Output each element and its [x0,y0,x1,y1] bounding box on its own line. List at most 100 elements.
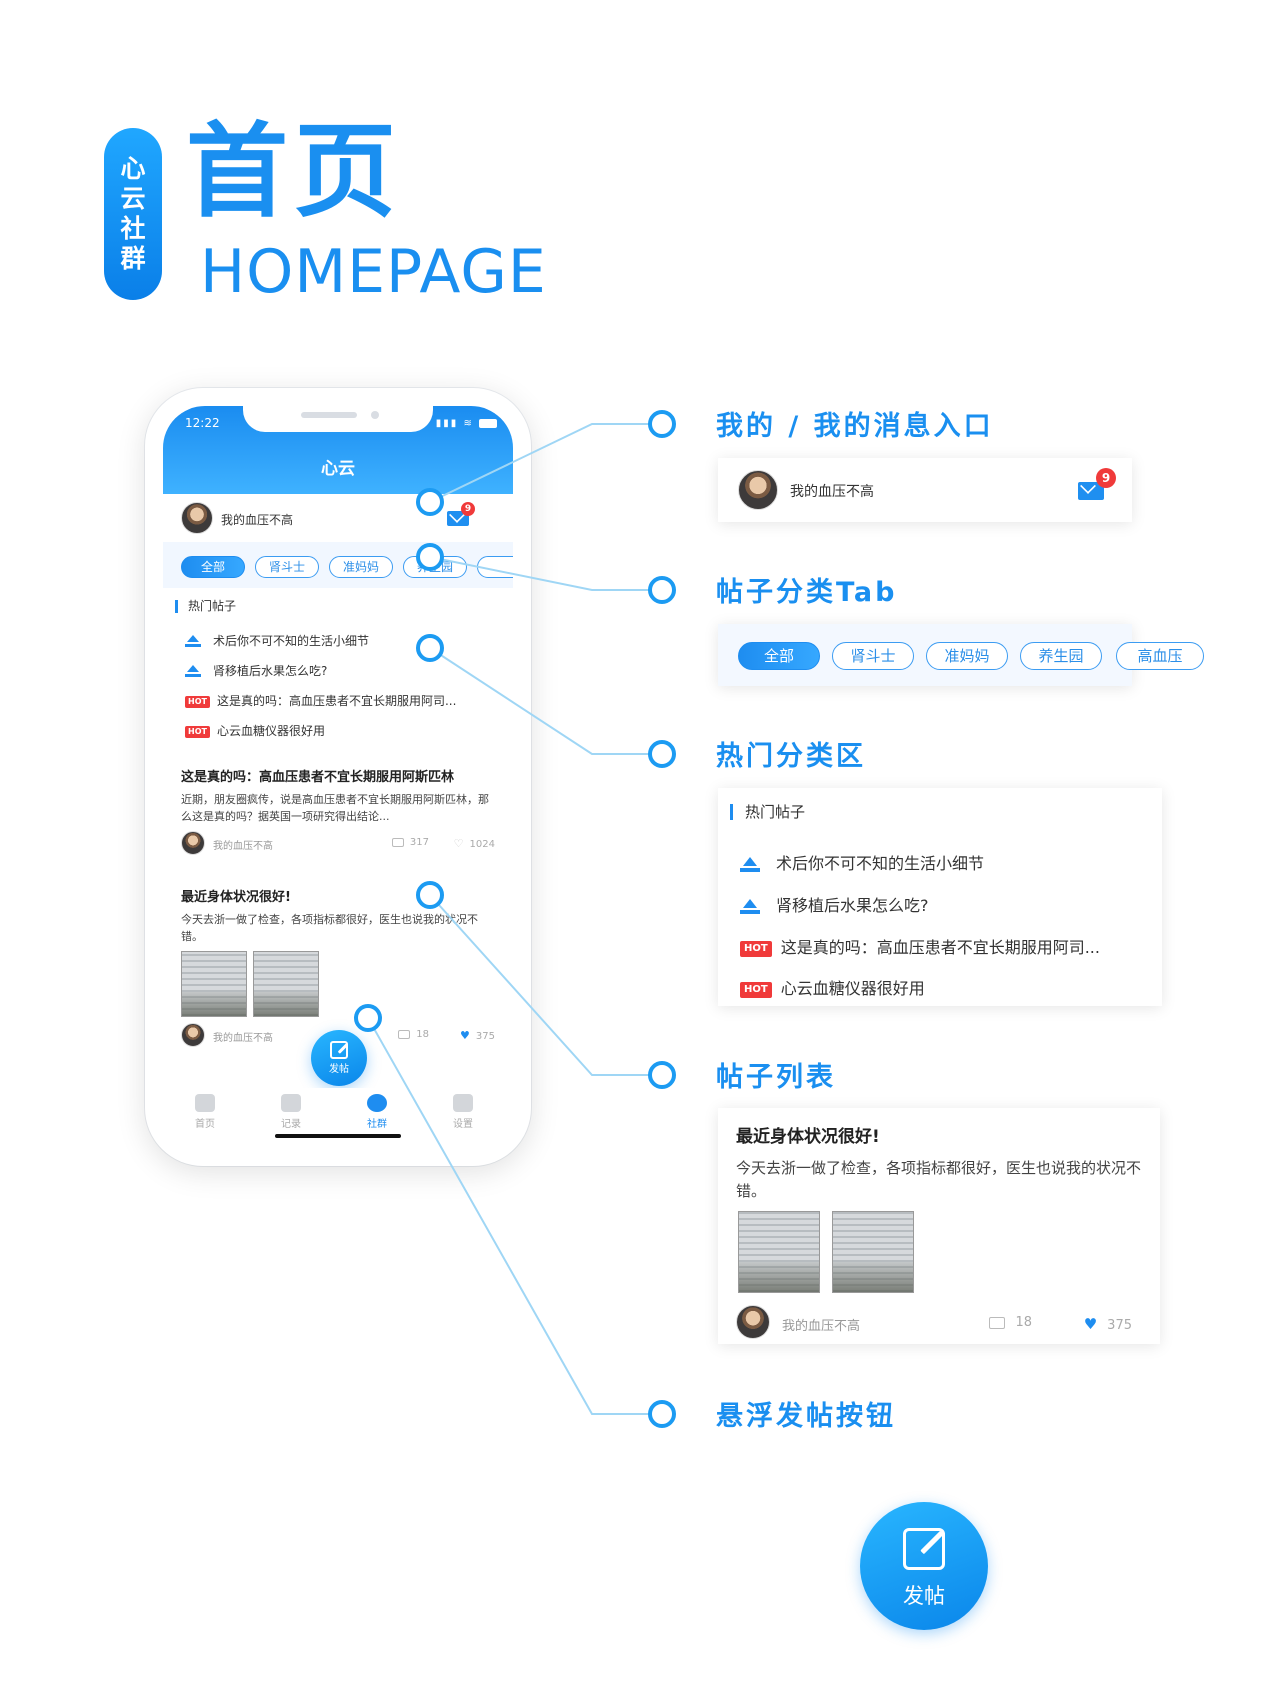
tab-zhunmama[interactable]: 准妈妈 [926,642,1008,670]
connector-node [416,488,444,516]
brand-logo: 心 云 社 群 [104,128,162,300]
hot-item[interactable]: 术后你不可不知的生活小细节 [740,850,984,874]
mail-icon[interactable] [1078,482,1104,500]
category-tabs-detail: 全部 肾斗士 准妈妈 养生园 [718,624,1132,686]
post-meta: 我的血压不高 18 ♥375 [181,1023,499,1049]
post-body: 近期，朋友圈疯传，说是高血压患者不宜长期服用阿斯匹林，那么这是真的吗？据英国一项… [181,793,489,823]
comment-count[interactable]: 18 [398,1029,429,1040]
fab-label: 发帖 [903,1584,945,1608]
tab-records[interactable]: 记录 [261,1094,321,1130]
annotation-title-tabs: 帖子分类Tab [716,577,898,608]
tab-shendoushi[interactable]: 肾斗士 [832,642,914,670]
like-count[interactable]: ♡1024 [453,837,495,850]
connector-line [429,894,662,1076]
hot-badge-icon: HOT [740,981,772,998]
category-tabs: 全部 肾斗士 准妈妈 养生园 [163,542,513,588]
post-card[interactable]: 最近身体状况很好! 今天去浙一做了检查，各项指标都很好，医生也说我的状况不错。 … [736,1122,1142,1339]
post-card[interactable]: 最近身体状况很好! 今天去浙一做了检查，各项指标都很好，医生也说我的状况不错。 … [181,886,499,1049]
app-title: 心云 [321,459,355,479]
post-title[interactable]: 这是真的吗：高血压患者不宜长期服用阿斯匹林 [181,770,455,785]
tab-gaoxueya[interactable]: 高血压 [1116,642,1204,670]
edit-icon [330,1041,348,1059]
annotation-title-post-list: 帖子列表 [716,1062,836,1093]
user-entry[interactable]: 我的血压不高 9 [163,494,513,542]
post-image[interactable] [738,1211,820,1293]
connector-node [416,543,444,571]
avatar[interactable] [738,470,778,510]
connector-node [648,1061,676,1089]
post-card[interactable]: 这是真的吗：高血压患者不宜长期服用阿斯匹林 近期，朋友圈疯传，说是高血压患者不宜… [181,766,499,857]
post-fab-button[interactable]: 发帖 [860,1502,988,1630]
post-author[interactable]: 我的血压不高 [213,841,273,852]
hot-badge-icon: HOT [740,940,772,957]
user-entry-detail[interactable]: 我的血压不高 9 [718,458,1132,522]
hot-section-title: 热门帖子 [175,600,236,613]
tab-settings[interactable]: 设置 [433,1094,493,1130]
gear-icon [453,1094,473,1112]
post-image[interactable] [253,951,319,1017]
pin-top-icon [185,665,201,677]
hot-item[interactable]: 肾移植后水果怎么吃? [740,892,929,916]
tab-all[interactable]: 全部 [181,556,245,578]
comment-icon [398,1029,411,1039]
community-icon [367,1094,387,1112]
app-header: 12:22 ▮▮▮ ≋ 心云 [163,406,513,494]
avatar[interactable] [181,831,205,855]
home-icon [195,1094,215,1112]
connector-node [648,576,676,604]
connector-line [429,556,662,591]
pin-top-icon [740,898,760,914]
pin-top-icon [185,635,201,647]
post-author[interactable]: 我的血压不高 [213,1033,273,1044]
comment-icon [391,837,404,847]
like-count[interactable]: ♥375 [1083,1315,1132,1333]
brand-char: 群 [120,244,146,273]
heart-icon: ♥ [460,1029,470,1042]
post-fab-button[interactable]: 发帖 [311,1030,367,1086]
heart-icon: ♥ [1083,1315,1098,1333]
like-count[interactable]: ♥375 [460,1029,495,1042]
avatar[interactable] [181,502,213,534]
tab-community[interactable]: 社群 [347,1094,407,1130]
bottom-tabbar: 首页 记录 社群 设置 [163,1088,513,1148]
hot-item[interactable]: 术后你不可不知的生活小细节 [185,632,369,649]
user-name[interactable]: 我的血压不高 [221,513,294,527]
status-icons: ▮▮▮ ≋ [436,418,497,429]
connector-node [648,1400,676,1428]
post-meta: 我的血压不高 18 ♥375 [736,1305,1142,1339]
post-image[interactable] [181,951,247,1017]
post-author[interactable]: 我的血压不高 [782,1319,861,1334]
message-badge: 9 [461,502,475,516]
comment-count[interactable]: 18 [989,1315,1032,1330]
tab-home[interactable]: 首页 [175,1094,235,1130]
avatar[interactable] [736,1305,770,1339]
post-title[interactable]: 最近身体状况很好! [181,890,291,905]
edit-icon [903,1528,945,1570]
tab-yangshengyuan[interactable]: 养生园 [1020,642,1102,670]
user-name[interactable]: 我的血压不高 [790,484,874,500]
post-images [181,951,499,1017]
annotation-title-user-entry: 我的 / 我的消息入口 [716,411,994,442]
post-image[interactable] [832,1211,914,1293]
page-title-cn: 首页 [186,113,402,232]
post-title[interactable]: 最近身体状况很好! [736,1127,880,1147]
hot-badge-icon: HOT [185,695,210,708]
tab-all[interactable]: 全部 [738,642,820,670]
brand-char: 社 [120,214,146,243]
avatar[interactable] [181,1023,205,1047]
hot-item[interactable]: 肾移植后水果怎么吃? [185,662,327,679]
connector-node [354,1004,382,1032]
tab-shendoushi[interactable]: 肾斗士 [255,556,319,578]
tab-zhunmama[interactable]: 准妈妈 [329,556,393,578]
connector-node [416,634,444,662]
post-meta: 我的血压不高 317 ♡1024 [181,831,499,857]
post-list-detail: 最近身体状况很好! 今天去浙一做了检查，各项指标都很好，医生也说我的状况不错。 … [718,1108,1160,1344]
status-time: 12:22 [185,416,220,430]
comment-count[interactable]: 317 [391,837,429,848]
